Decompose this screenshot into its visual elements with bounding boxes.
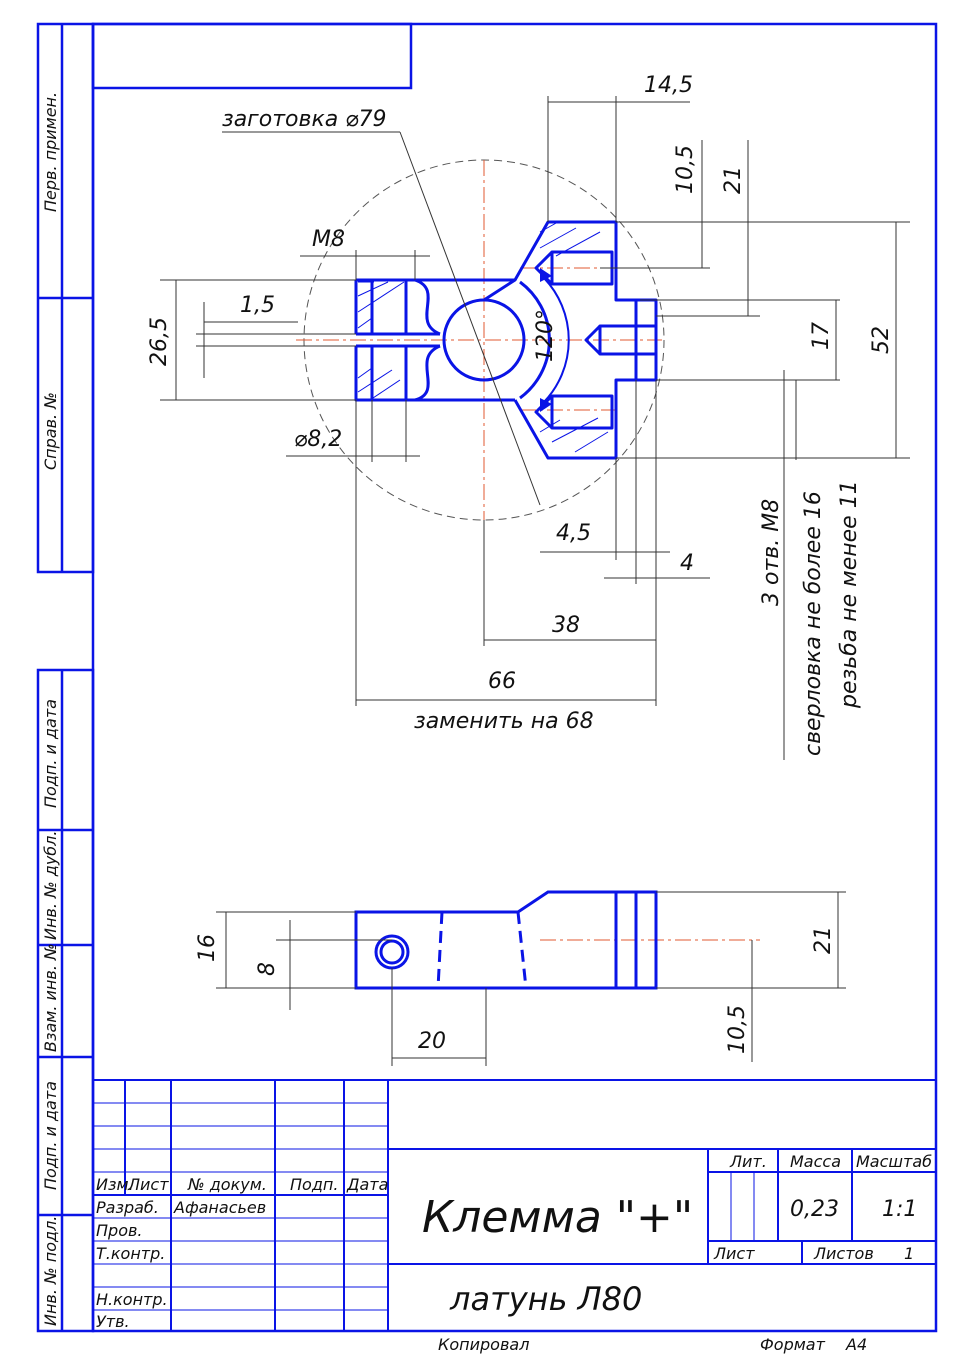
side-dimension-lines (216, 891, 846, 1066)
dim-4: 4 (680, 551, 694, 576)
side-label-replace-inv: Взам. инв. № (41, 943, 60, 1052)
tb-sign: Подп. (290, 1175, 338, 1194)
dim-14-5: 14,5 (644, 73, 693, 98)
side-labels: Перв. примен. Справ. № Подп. и дата Инв.… (41, 92, 60, 1326)
tb-approved: Утв. (96, 1312, 130, 1331)
note-holes: 3 отв. M8 (759, 499, 784, 606)
side-label-sprav: Справ. № (41, 392, 60, 470)
tb-sheet-label: Лист (713, 1244, 755, 1263)
note-drilling: сверловка не более 16 (801, 491, 826, 756)
side-label-inv-orig: Инв. № подл. (41, 1216, 60, 1326)
dim-blank: заготовка ⌀79 (222, 107, 386, 132)
tb-date: Дата (346, 1175, 388, 1194)
tb-developed: Разраб. (96, 1198, 159, 1217)
dim-4-5: 4,5 (556, 521, 591, 546)
tb-scale-label: Масштаб (856, 1152, 932, 1171)
tb-list: Лист (127, 1175, 169, 1194)
dim-10-5-top: 10,5 (673, 145, 698, 194)
notes: 3 отв. M8 сверловка не более 16 резьба н… (759, 480, 862, 756)
dim-21-bottom: 21 (811, 926, 836, 954)
footer-format: А4 (845, 1335, 867, 1354)
side-label-sign-date-1: Подп. и дата (41, 699, 60, 808)
footer-copied: Копировал (438, 1335, 529, 1354)
note-thread: резьба не менее 11 (837, 480, 862, 709)
dim-17: 17 (809, 322, 834, 350)
tb-checked: Пров. (96, 1221, 143, 1240)
dim-66: 66 (488, 669, 516, 694)
dim-38: 38 (552, 613, 580, 638)
title-block (92, 1079, 937, 1332)
tb-sheets-count: 1 (904, 1244, 914, 1263)
dim-16: 16 (195, 934, 220, 962)
dim-angle: 120° (533, 309, 558, 362)
side-dimension-labels: 16 8 20 21 10,5 (195, 926, 836, 1054)
dim-20: 20 (418, 1029, 446, 1054)
part-material: латунь Л80 (449, 1280, 642, 1318)
tb-lit-label: Лит. (729, 1152, 767, 1171)
part-title: Клемма "+" (422, 1192, 693, 1243)
dim-m8: M8 (312, 227, 345, 252)
side-label-perv: Перв. примен. (41, 92, 60, 212)
tb-sheets-label: Листов (813, 1244, 874, 1263)
dim-replace: заменить на 68 (414, 709, 594, 734)
dim-1-5: 1,5 (240, 293, 275, 318)
tb-norm-control: Н.контр. (96, 1290, 168, 1309)
side-label-sign-date-2: Подп. и дата (41, 1081, 60, 1190)
tb-mass: 0,23 (790, 1197, 839, 1222)
dim-8-2: ⌀8,2 (294, 427, 342, 452)
dim-26-5: 26,5 (147, 317, 172, 366)
title-block-text: Изм. Лист № докум. Подп. Дата Разраб. Аф… (96, 1152, 932, 1331)
tb-mass-label: Масса (790, 1152, 841, 1171)
tb-developer-name: Афанасьев (173, 1198, 266, 1217)
side-label-dup: Инв. № дубл. (41, 831, 60, 940)
dim-8: 8 (255, 962, 280, 976)
dim-52: 52 (869, 326, 894, 354)
tb-doc: № докум. (187, 1175, 267, 1194)
top-dimension-lines (160, 96, 910, 760)
top-dimension-labels: заготовка ⌀79 14,5 10,5 21 52 17 M8 1,5 … (147, 73, 894, 734)
footer: Копировал Формат А4 (438, 1335, 867, 1354)
dim-10-5-bottom: 10,5 (725, 1005, 750, 1054)
tb-izm: Изм. (96, 1175, 134, 1194)
tb-tech-control: Т.контр. (96, 1244, 165, 1263)
tb-scale: 1:1 (882, 1197, 917, 1222)
footer-format-label: Формат (760, 1335, 826, 1354)
dim-21-top: 21 (721, 166, 746, 194)
